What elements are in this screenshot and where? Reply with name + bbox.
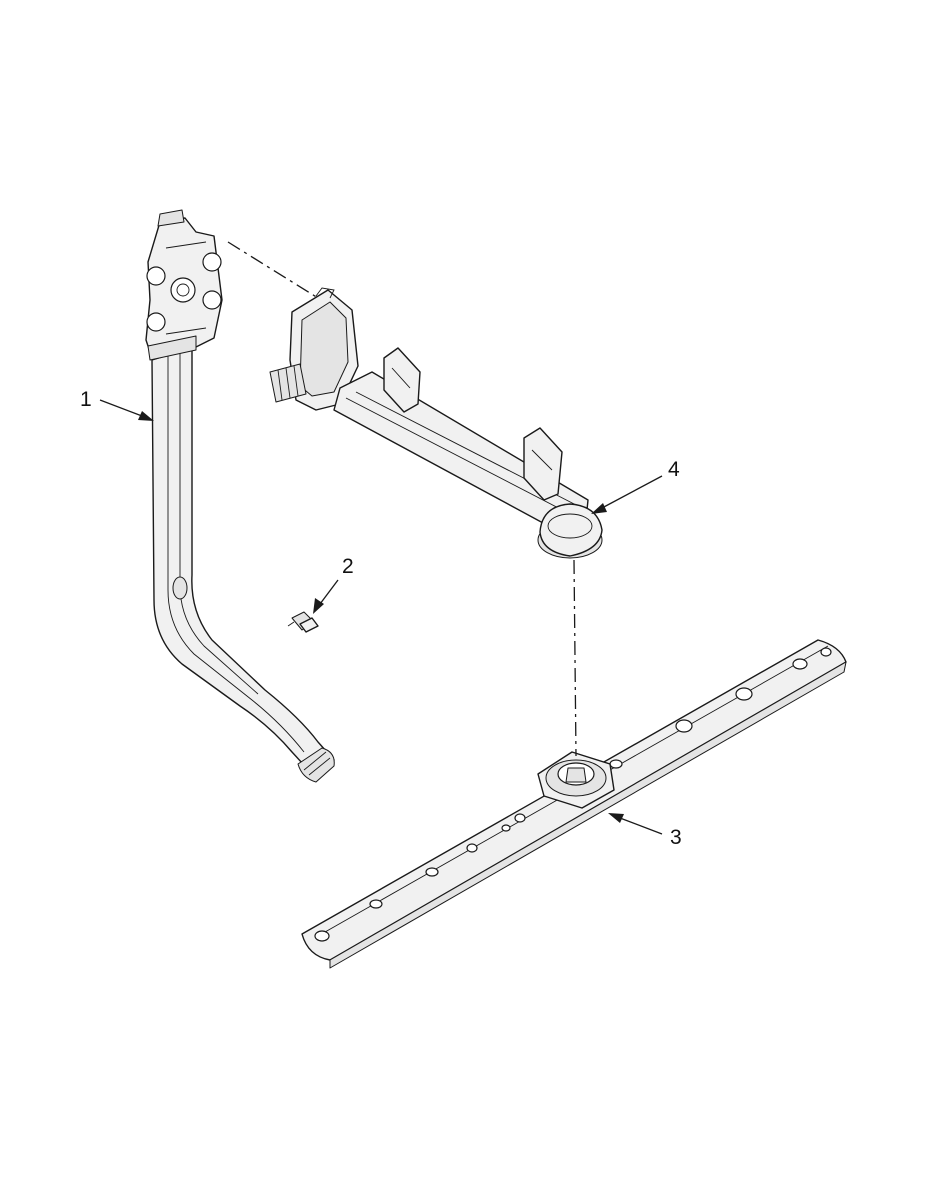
callout-4: 4 [591, 458, 680, 514]
callout-number-3: 3 [670, 826, 682, 849]
part-2-screw [287, 611, 319, 633]
assembly-guide-lines [227, 241, 577, 757]
callout-2: 2 [313, 555, 354, 614]
part-4-spray-manifold [269, 287, 603, 559]
callout-3: 3 [608, 813, 682, 849]
callout-1: 1 [80, 388, 154, 421]
callout-number-4: 4 [668, 458, 680, 481]
guide-line-manifold-to-arm [573, 559, 577, 757]
part-3-lower-spray-arm [301, 639, 847, 969]
callout-number-1: 1 [80, 388, 92, 411]
callout-number-2: 2 [342, 555, 354, 578]
part-1-supply-tube [145, 209, 335, 783]
guide-line-tube-to-manifold [227, 241, 319, 299]
